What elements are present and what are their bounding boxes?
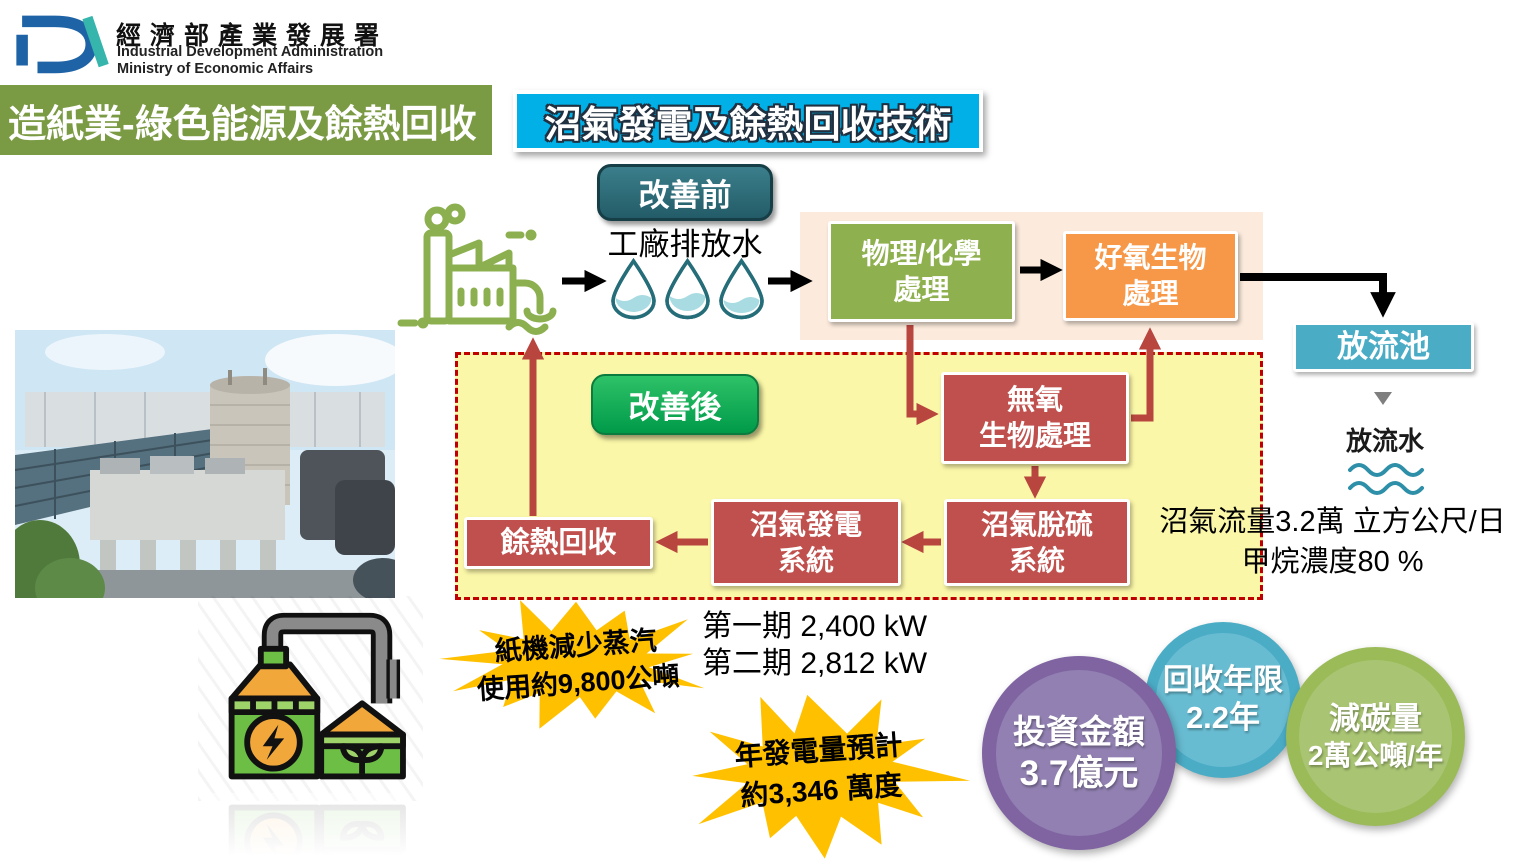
box-discharge-pond: 放流池: [1293, 322, 1474, 372]
plant-photo: [15, 330, 395, 598]
factory-outflow-icon: [397, 203, 557, 335]
box-biogas-desulfurization: 沼氣脫硫 系統: [944, 499, 1130, 586]
triangle-down-icon: [1374, 392, 1392, 405]
badge-after: 改善後: [591, 374, 759, 435]
water-waves-icon: [1348, 463, 1424, 495]
slide-title-technology: 沼氣發電及餘熱回收技術: [513, 90, 983, 152]
box-waste-heat-recovery: 餘熱回收: [464, 517, 653, 569]
capacity-text: 第一期 2,400 kW 第二期 2,812 kW: [702, 610, 928, 680]
kpi-circle-investment: 投資金額 3.7億元: [982, 656, 1176, 850]
water-drop-icon: [611, 258, 656, 320]
box-biogas-power-system: 沼氣發電 系統: [711, 499, 901, 586]
box-physical-chemical-treatment: 物理/化學 處理: [828, 221, 1015, 322]
ida-logo: [16, 15, 109, 74]
biogas-plant-icon-reflection: [212, 793, 407, 863]
agency-name-zh: 經濟部產業發展署: [116, 22, 389, 50]
steam-saving-burst: [439, 600, 705, 729]
box-aerobic-bio-treatment: 好氧生物 處理: [1063, 231, 1238, 321]
water-drop-icon: [665, 258, 710, 320]
agency-name-en1: Industrial Development Administration: [117, 44, 384, 60]
annual-generation-burst: [692, 694, 971, 859]
badge-before: 改善前: [597, 164, 773, 221]
biogas-flow-note: 沼氣流量3.2萬 立方公尺/日 甲烷濃度80 %: [1159, 506, 1506, 578]
biogas-plant-icon: [228, 612, 406, 780]
discharge-water-label: 工廠排放水: [607, 227, 763, 262]
box-anaerobic-bio-treatment: 無氧 生物處理: [941, 372, 1129, 464]
kpi-circle-carbon: 減碳量 2萬公噸/年: [1286, 647, 1465, 826]
water-drops-group: [610, 258, 765, 320]
slide-title-industry: 造紙業-綠色能源及餘熱回收: [0, 85, 492, 155]
water-drop-icon: [719, 258, 764, 320]
agency-name-en2: Ministry of Economic Affairs: [117, 61, 314, 77]
effluent-water-label: 放流水: [1345, 426, 1424, 456]
annual-generation-text: 年發電量預計 約3,346 萬度: [733, 729, 904, 812]
